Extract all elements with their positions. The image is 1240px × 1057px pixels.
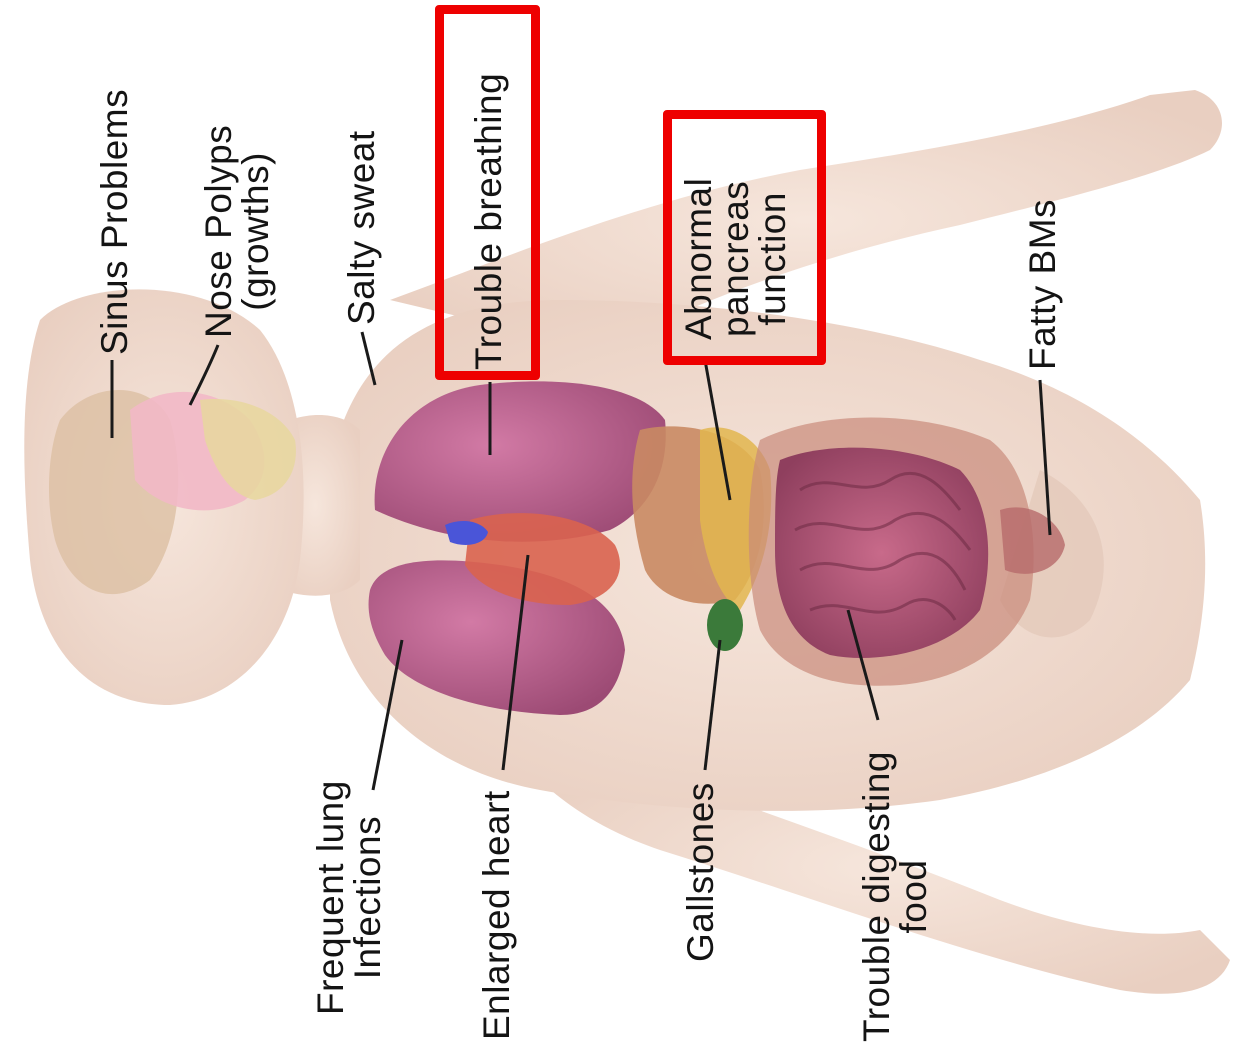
highlight-box-abnormal-pancreas: [663, 110, 826, 365]
highlight-box-trouble-breathing: [435, 5, 540, 380]
label-fatty-bms: Fatty BMs: [1024, 199, 1061, 370]
label-gallstones: Gallstones: [682, 782, 719, 962]
label-salty-sweat: Salty sweat: [343, 130, 380, 325]
label-enlarged-heart: Enlarged heart: [478, 790, 515, 1040]
label-nose-polyps: Nose Polyps (growths): [200, 125, 274, 338]
gallbladder: [707, 599, 743, 651]
label-sinus-problems: Sinus Problems: [96, 89, 133, 355]
label-trouble-digesting-food: Trouble digesting food: [858, 751, 932, 1042]
label-frequent-lung-infections: Frequent lung Infections: [312, 780, 386, 1015]
small-intestine: [775, 448, 988, 658]
